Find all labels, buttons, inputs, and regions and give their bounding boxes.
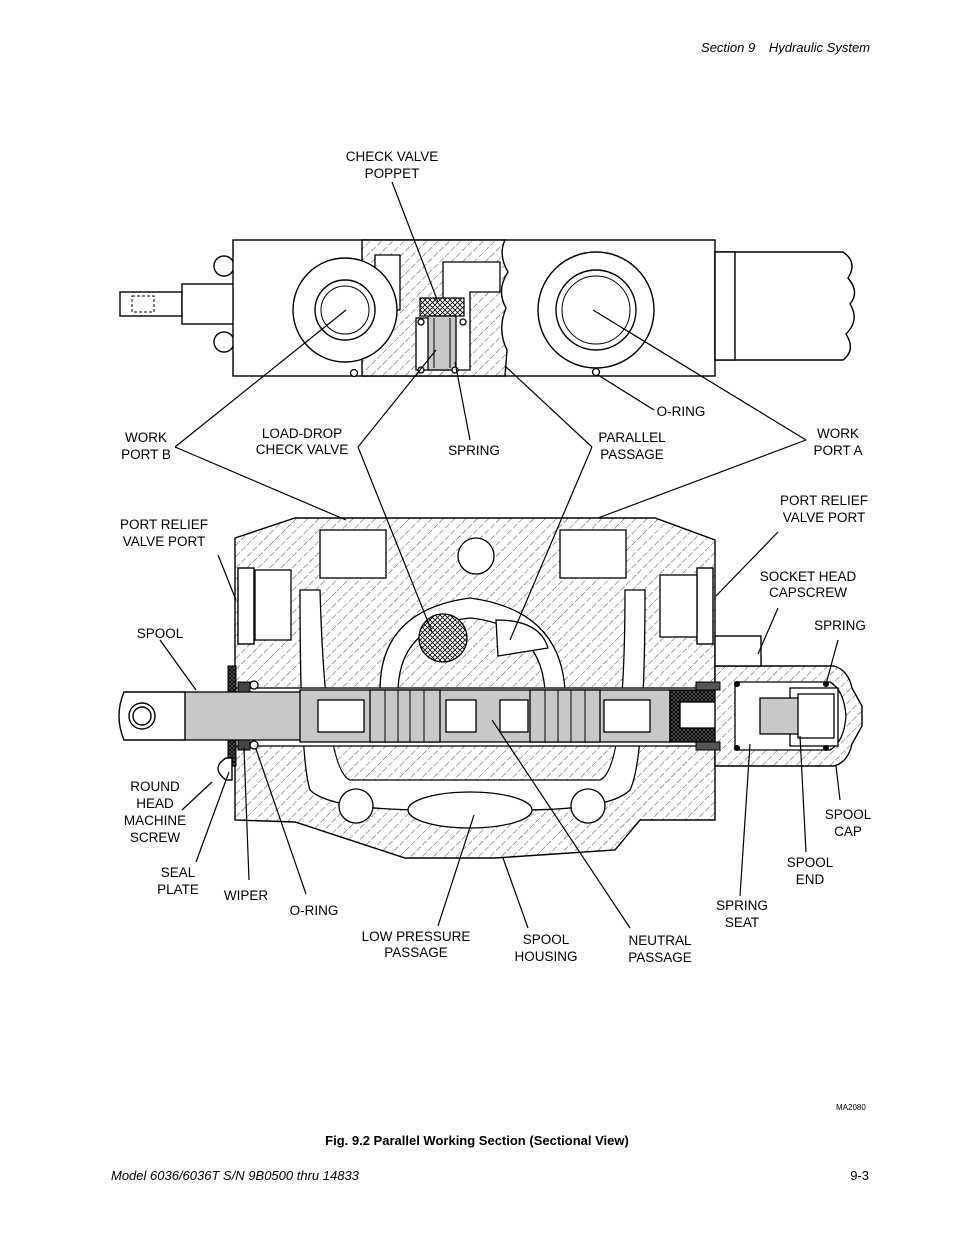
header-title: Hydraulic System [768, 40, 870, 55]
header-section: Section 9 [701, 40, 756, 55]
label-o-ring-bottom: O-RING [290, 903, 339, 918]
page-header: Section 9 Hydraulic System [701, 40, 870, 55]
leader-lines [159, 181, 841, 929]
label-spool: SPOOL [137, 626, 184, 641]
bottom-section-view [118, 517, 863, 859]
label-wiper: WIPER [224, 888, 269, 903]
top-section-view [119, 239, 856, 378]
footer-model: Model 6036/6036T S/N 9B0500 thru 14833 [111, 1168, 359, 1183]
drawing-code: MA2080 [836, 1103, 866, 1112]
label-o-ring-top: O-RING [657, 404, 706, 419]
figure-caption: Fig. 9.2 Parallel Working Section (Secti… [325, 1133, 629, 1148]
footer-page-number: 9-3 [850, 1168, 869, 1183]
label-spring-top: SPRING [448, 443, 500, 458]
label-spring-right: SPRING [814, 618, 866, 633]
